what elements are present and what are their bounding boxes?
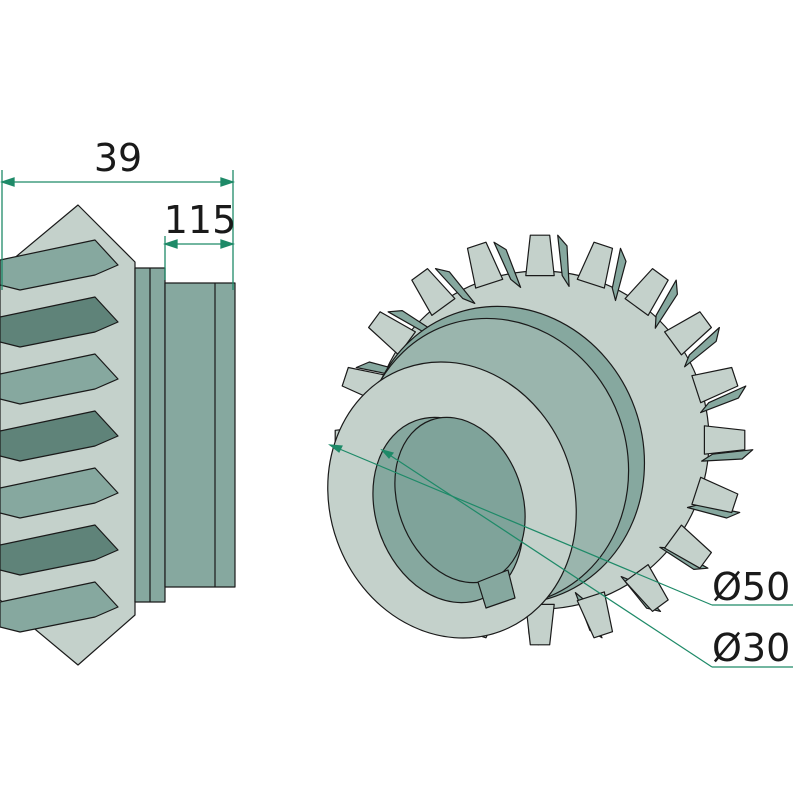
gear-tooth: [663, 311, 713, 356]
gear-tooth-flank: [699, 385, 747, 414]
outer-diameter-label: Ø50: [712, 565, 790, 609]
gear-side-view: [0, 204, 236, 666]
gear-tooth: [576, 591, 614, 639]
gear-tooth-flank: [493, 241, 522, 288]
gear-tooth: [691, 366, 739, 404]
side-dimensions: [0, 170, 236, 290]
diameter-leaders: [328, 444, 793, 668]
gear-tooth: [466, 241, 504, 289]
gear-tooth-flank: [611, 247, 627, 302]
gear-tooth: [411, 268, 456, 316]
side-tooth: [0, 524, 119, 576]
side-tooth: [0, 239, 119, 291]
side-tooth: [0, 296, 119, 348]
side-tooth: [0, 467, 119, 519]
bore-diameter-label: Ø30: [712, 626, 790, 670]
side-tooth: [0, 353, 119, 405]
gear-tooth: [663, 524, 713, 569]
gear-tooth-flank: [557, 234, 570, 287]
overall-length-label: 39: [94, 136, 142, 180]
gear-tooth: [525, 234, 555, 277]
side-tooth: [0, 581, 119, 633]
gear-tooth: [703, 425, 746, 455]
side-teeth: [0, 239, 119, 633]
gear-tooth-flank: [434, 268, 476, 304]
gear-tooth-flank: [654, 279, 679, 329]
gear-tooth: [691, 476, 739, 514]
gear-tooth: [576, 241, 614, 289]
gear-perspective-view: [327, 234, 754, 646]
hub-length-label: 115: [164, 198, 237, 242]
side-tooth: [0, 410, 119, 462]
side-hub: [164, 282, 236, 588]
keyway: [477, 569, 516, 609]
gear-tooth: [624, 563, 669, 613]
gear-tooth: [368, 311, 416, 356]
gear-tooth: [624, 268, 669, 316]
gear-tooth-flank: [683, 326, 721, 368]
gear-tooth-flank: [700, 449, 754, 462]
